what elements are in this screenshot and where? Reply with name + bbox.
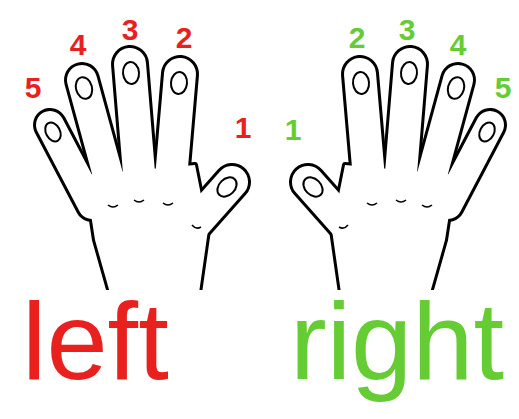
finger-number: 1 bbox=[235, 113, 252, 143]
finger-number: 5 bbox=[495, 73, 512, 103]
finger-number: 2 bbox=[176, 23, 193, 53]
left-hand bbox=[42, 61, 240, 290]
hand-label: left bbox=[22, 286, 169, 396]
finger-number: 3 bbox=[122, 15, 139, 45]
finger-number: 4 bbox=[70, 30, 87, 60]
finger-number: 2 bbox=[349, 23, 366, 53]
hand-label: right bbox=[290, 286, 504, 396]
finger-number: 5 bbox=[25, 73, 42, 103]
finger-number: 3 bbox=[399, 15, 416, 45]
right-hand bbox=[300, 61, 498, 290]
finger-number: 4 bbox=[450, 30, 467, 60]
finger-number: 1 bbox=[285, 115, 302, 145]
